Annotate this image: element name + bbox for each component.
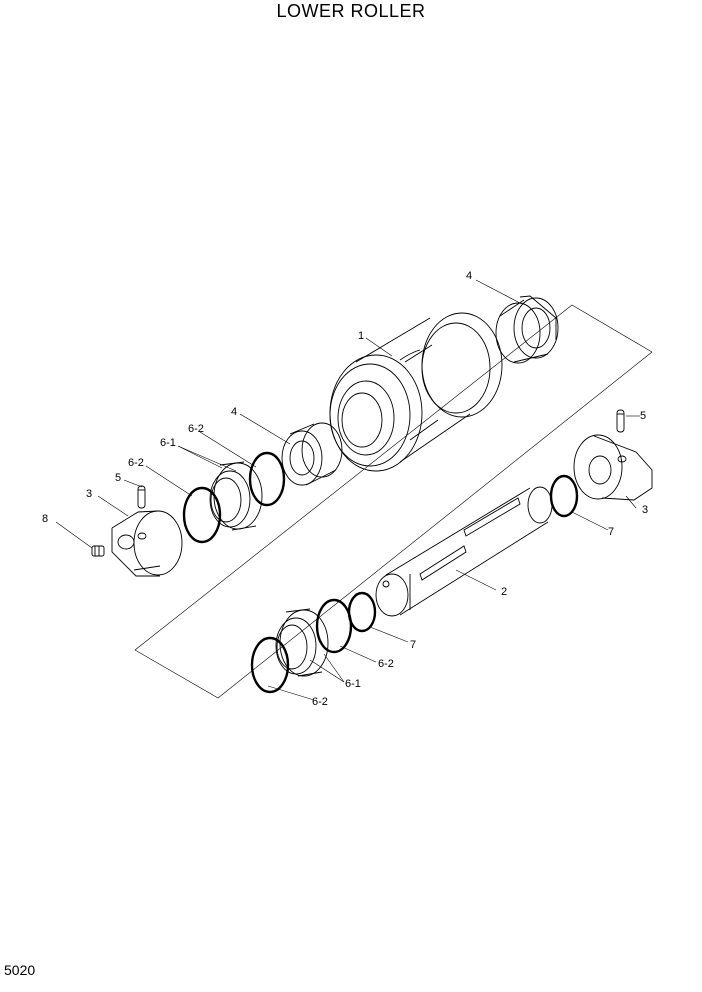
leader-lines [55, 279, 640, 701]
bushing-top [495, 295, 559, 364]
callout-labels: 1 4 4 6-2 6-1 6-2 5 3 8 5 3 7 2 7 6-2 6-… [42, 270, 648, 708]
callout-plug: 8 [42, 513, 48, 525]
collar-left [111, 510, 183, 577]
callout-shaft: 2 [501, 586, 507, 598]
floating-seal-upper [182, 451, 286, 544]
pin-right [616, 409, 625, 433]
pin-left [137, 485, 146, 509]
assembly-frame [134, 304, 653, 699]
callout-floating-seal-upper-c: 6-2 [128, 457, 144, 469]
diagram-title: LOWER ROLLER [276, 1, 426, 21]
callout-roller-body: 1 [358, 330, 364, 342]
collar-right [573, 434, 653, 501]
callout-bushing-top: 4 [466, 270, 472, 282]
roller-body [329, 312, 503, 472]
callout-pin-right: 5 [640, 410, 646, 422]
bushing-left [281, 422, 343, 486]
callout-floating-seal-lower-a: 6-2 [378, 658, 394, 670]
page-code: 5020 [4, 962, 36, 978]
callout-floating-seal-upper-b: 6-1 [160, 437, 176, 449]
callout-floating-seal-lower-b: 6-1 [345, 678, 361, 690]
o-ring-lower [347, 591, 377, 633]
floating-seal-lower [250, 598, 353, 694]
shaft [375, 486, 553, 617]
callout-floating-seal-upper-a: 6-2 [188, 423, 204, 435]
callout-collar-right: 3 [642, 504, 648, 516]
callout-pin-left: 5 [115, 472, 121, 484]
plug [91, 545, 105, 557]
callout-floating-seal-lower-c: 6-2 [312, 696, 328, 708]
callout-bushing-left: 4 [231, 406, 237, 418]
callout-o-ring-right: 7 [608, 526, 614, 538]
o-ring-right [549, 474, 579, 518]
callout-collar-left: 3 [86, 488, 92, 500]
callout-o-ring-lower: 7 [410, 639, 416, 651]
